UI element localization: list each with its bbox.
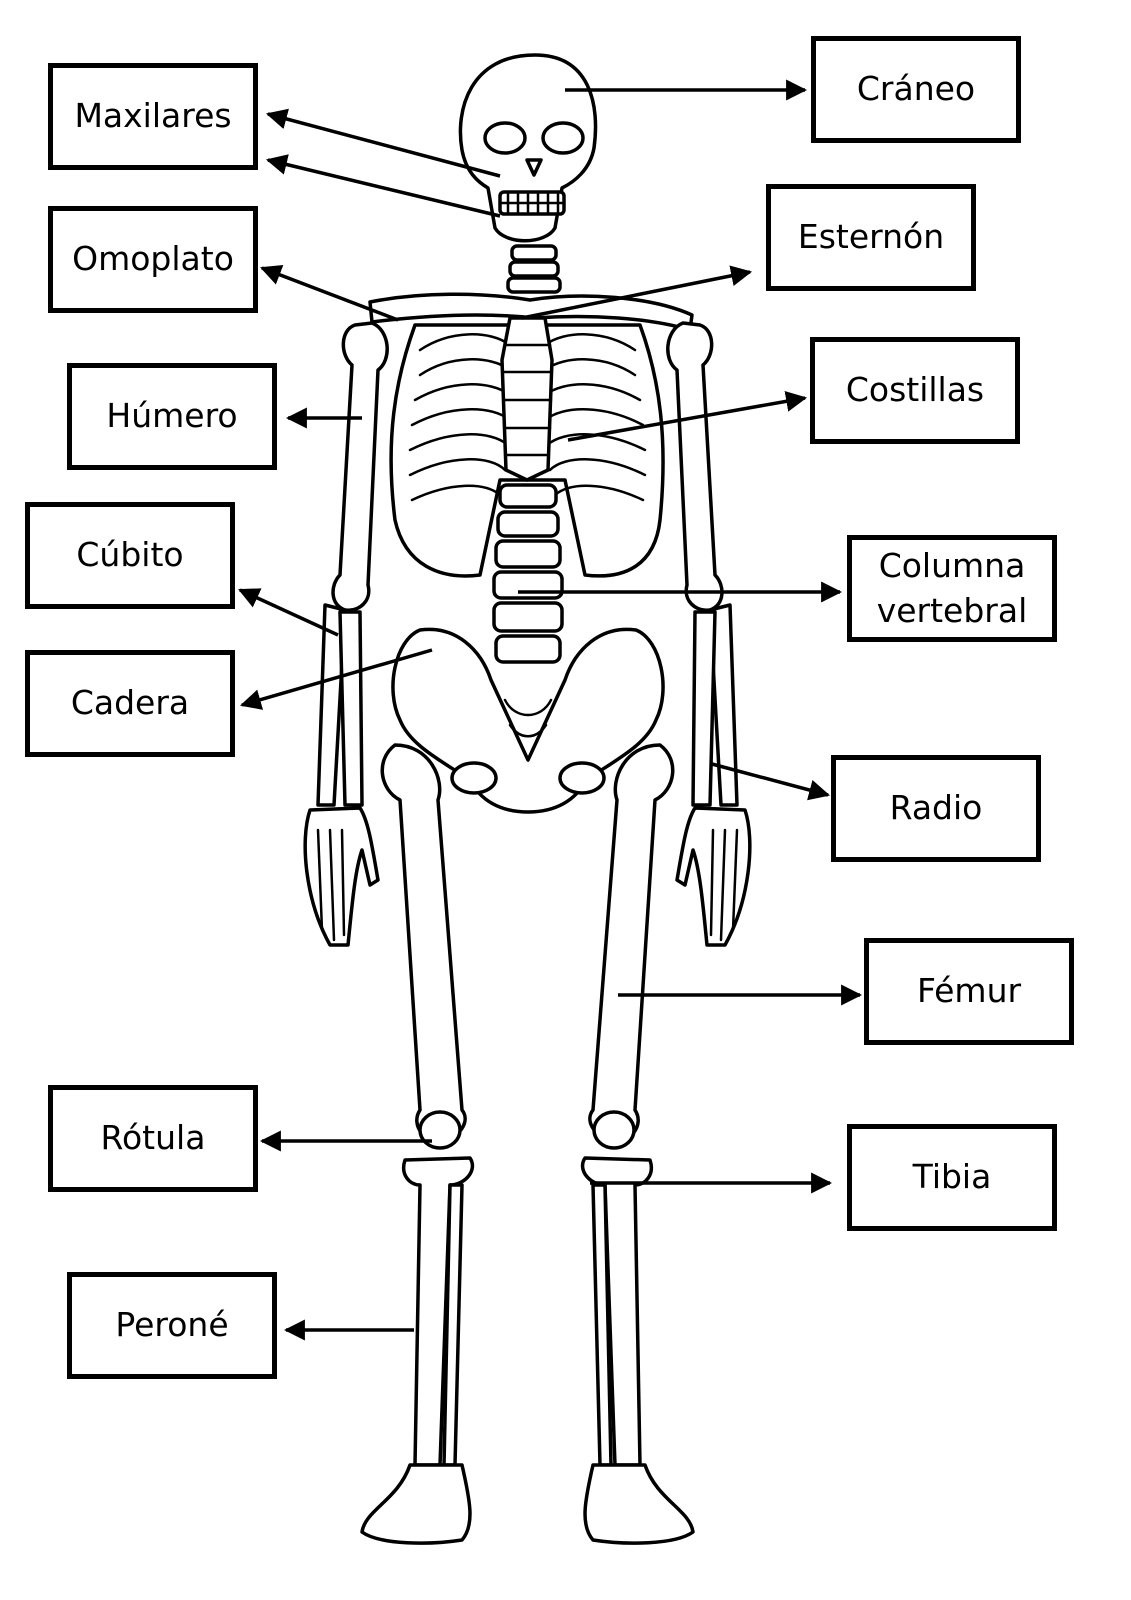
label-maxilares: Maxilares [48, 63, 258, 170]
arrow-maxilares-upper [265, 108, 501, 178]
label-cadera: Cadera [25, 650, 235, 757]
label-rotula: Rótula [48, 1085, 258, 1192]
label-text-columna-vertebral: Columna vertebral [876, 545, 1028, 630]
label-text-humero: Húmero [106, 396, 238, 436]
left-leg [360, 743, 475, 1545]
label-arrows [238, 79, 863, 1341]
label-cubito: Cúbito [25, 502, 235, 609]
label-esternon: Esternón [766, 184, 976, 291]
label-omoplato: Omoplato [48, 206, 258, 313]
arrow-radio [711, 762, 831, 801]
arrow-esternon [521, 265, 753, 320]
label-text-cadera: Cadera [70, 683, 190, 723]
arrow-costillas [567, 390, 808, 442]
right-arm [666, 321, 752, 947]
label-tibia: Tibia [847, 1124, 1057, 1231]
label-humero: Húmero [67, 363, 277, 470]
label-text-omoplato: Omoplato [72, 239, 234, 279]
label-columna-vertebral: Columna vertebral [847, 535, 1057, 642]
label-costillas: Costillas [810, 337, 1020, 444]
right-leg [580, 743, 695, 1545]
label-text-costillas: Costillas [845, 370, 985, 410]
pelvis [391, 627, 665, 814]
ribcage [389, 316, 665, 578]
label-text-femur: Fémur [916, 971, 1022, 1011]
label-perone: Peroné [67, 1272, 277, 1379]
label-text-esternon: Esternón [797, 217, 945, 257]
skull [458, 53, 598, 243]
label-text-craneo: Cráneo [856, 69, 976, 109]
arrow-cubito [238, 588, 339, 637]
label-text-cubito: Cúbito [76, 535, 184, 575]
arrow-cadera [239, 648, 433, 710]
label-text-perone: Peroné [115, 1305, 229, 1345]
label-craneo: Cráneo [811, 36, 1021, 143]
label-text-tibia: Tibia [912, 1157, 992, 1197]
spine [492, 483, 564, 664]
label-text-maxilares: Maxilares [74, 96, 232, 136]
label-femur: Fémur [864, 938, 1074, 1045]
arrow-omoplato [260, 264, 399, 322]
neck [506, 244, 562, 294]
left-arm [303, 321, 389, 947]
label-text-rotula: Rótula [100, 1118, 206, 1158]
arrow-maxilares-lower [265, 154, 501, 218]
label-radio: Radio [831, 755, 1041, 862]
label-text-radio: Radio [889, 788, 983, 828]
